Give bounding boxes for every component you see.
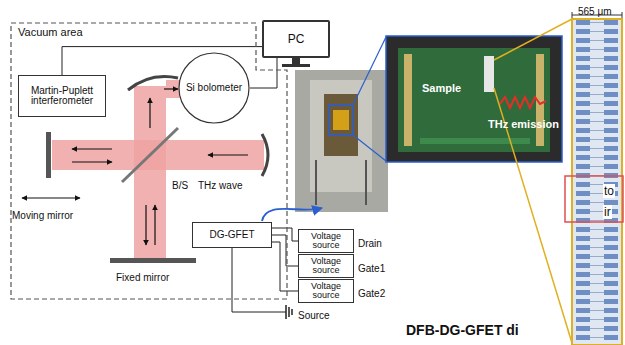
board-photo bbox=[484, 56, 494, 92]
node-text: Voltage source bbox=[301, 257, 351, 276]
holder-photo bbox=[310, 80, 372, 192]
bolometer-circle: Si bolometer bbox=[178, 52, 250, 124]
ground-symbol bbox=[291, 309, 293, 315]
holder-photo bbox=[315, 160, 317, 205]
holder-photo bbox=[324, 94, 358, 156]
voltage-source-box: Voltage source bbox=[298, 254, 354, 278]
beam-arrow bbox=[154, 205, 155, 245]
board-photo bbox=[420, 138, 530, 144]
board-photo bbox=[386, 36, 562, 162]
ground-symbol bbox=[285, 305, 287, 319]
diagram-label: ir bbox=[603, 205, 612, 219]
beam-arrow bbox=[164, 88, 178, 89]
parabolic-mirror bbox=[262, 134, 268, 176]
label-slot: Source bbox=[298, 305, 330, 323]
diagram-label: to bbox=[603, 184, 615, 198]
motion-arrow bbox=[22, 197, 80, 198]
monitor-stand bbox=[292, 58, 300, 64]
label-slot: THz wave bbox=[198, 175, 242, 193]
beam-splitter bbox=[122, 128, 178, 182]
diagram-label: Gate2 bbox=[358, 288, 385, 299]
parabolic-mirror bbox=[128, 77, 178, 91]
moving-mirror bbox=[46, 132, 51, 178]
label-slot: Moving mirror bbox=[12, 205, 73, 223]
device-box: DG-GFET bbox=[192, 222, 272, 248]
diagram-label: 565 μm bbox=[578, 6, 612, 17]
diagram-label: Source bbox=[298, 310, 330, 321]
voltage-source-box: Voltage source bbox=[298, 229, 354, 253]
interferometer-box: Martin-Puplett interferometer bbox=[18, 75, 106, 117]
diagram-label: Sample bbox=[422, 82, 461, 94]
emission-wave bbox=[500, 97, 546, 108]
wire-connector bbox=[250, 58, 277, 88]
label-slot: Drain bbox=[358, 233, 382, 251]
diagram-label: THz wave bbox=[198, 180, 242, 191]
label-slot: DFB-DG-GFET di bbox=[406, 321, 519, 339]
zoom-line bbox=[353, 135, 386, 161]
beam-arrow bbox=[72, 161, 112, 162]
dashed-outline bbox=[11, 23, 287, 299]
label-slot: to bbox=[603, 181, 615, 199]
beam-arrow bbox=[149, 98, 150, 128]
diagram-label: Fixed mirror bbox=[116, 272, 169, 283]
source-wire bbox=[232, 248, 286, 312]
node-text: DG-GFET bbox=[210, 230, 255, 241]
node-text: Vacuum area bbox=[18, 27, 280, 39]
zoom-line bbox=[494, 19, 572, 60]
voltage-source-box: Voltage source bbox=[298, 279, 354, 303]
zoom-line bbox=[353, 37, 386, 105]
beam-arrow bbox=[145, 205, 146, 245]
node-text: Voltage source bbox=[301, 232, 351, 251]
diagram-label: THz emission bbox=[488, 118, 559, 130]
label-slot: Gate1 bbox=[358, 258, 385, 276]
wire-connector bbox=[272, 242, 298, 291]
highlight-frame bbox=[565, 176, 623, 222]
monitor-stand bbox=[282, 64, 310, 67]
node-text: Voltage source bbox=[301, 282, 351, 301]
ground-symbol bbox=[288, 307, 290, 317]
board-photo bbox=[398, 48, 550, 152]
node-text: Si bolometer bbox=[186, 83, 242, 94]
holder-photo bbox=[333, 110, 349, 130]
wire-connector bbox=[272, 235, 298, 266]
zoom-frame bbox=[329, 105, 353, 135]
label-slot: Fixed mirror bbox=[116, 267, 169, 285]
label-slot: ir bbox=[603, 202, 612, 220]
thz-beam bbox=[134, 86, 166, 258]
vacuum-region: Vacuum areaMartin-Puplett interferometer… bbox=[10, 22, 288, 300]
beam-arrow bbox=[72, 148, 112, 149]
dashed-outline bbox=[10, 22, 288, 300]
label-slot: THz emission bbox=[488, 114, 559, 132]
beam-arrow bbox=[208, 154, 248, 155]
label-slot: B/S bbox=[172, 175, 188, 193]
node-text: Martin-Puplett interferometer bbox=[21, 86, 103, 107]
label-slot: Gate2 bbox=[358, 283, 385, 301]
board-photo bbox=[404, 54, 412, 146]
diagram-label: B/S bbox=[172, 180, 188, 191]
pc-monitor: PC bbox=[262, 20, 330, 58]
fixed-mirror bbox=[110, 258, 196, 263]
node-text: PC bbox=[288, 33, 305, 46]
label-slot: 565 μm bbox=[578, 1, 612, 19]
dimension-line bbox=[622, 12, 623, 18]
label-slot: Sample bbox=[422, 78, 461, 96]
diagram-label: Moving mirror bbox=[12, 210, 73, 221]
dimension-line bbox=[572, 12, 573, 18]
circle-outline bbox=[179, 53, 249, 123]
device-strip bbox=[572, 19, 622, 345]
holder-photo bbox=[295, 70, 388, 212]
holder-photo bbox=[365, 160, 367, 205]
diagram-label: DFB-DG-GFET di bbox=[406, 322, 519, 338]
diagram-label: Gate1 bbox=[358, 263, 385, 274]
photo-arrow bbox=[262, 208, 322, 221]
diagram-label: Drain bbox=[358, 238, 382, 249]
